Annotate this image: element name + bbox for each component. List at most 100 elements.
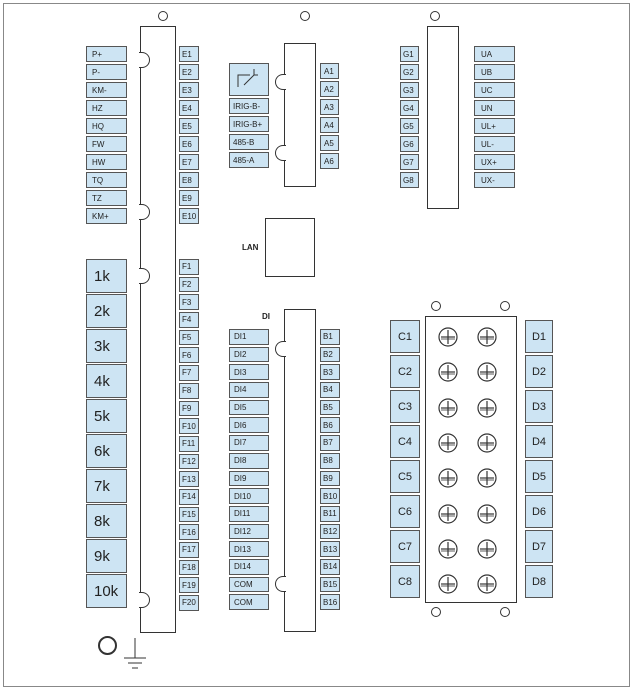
b-terminal: B13	[320, 541, 340, 557]
g-terminal: G8	[400, 172, 419, 188]
k-terminal: 7k	[86, 469, 127, 503]
lan-label: LAN	[242, 243, 259, 252]
f-terminal: F16	[179, 524, 199, 540]
d-terminal: D5	[525, 460, 553, 493]
u-terminal: UX+	[474, 154, 515, 170]
left-signal-terminal: HQ	[86, 118, 127, 134]
lan-port[interactable]	[265, 218, 315, 277]
f-terminal: F10	[179, 418, 199, 434]
rail-strip-middle-top	[284, 43, 316, 187]
a-terminal-column: A1 A2 A3 A4 A5 A6	[320, 63, 339, 171]
di-terminal: DI11	[229, 505, 269, 522]
di-terminal: DI14	[229, 558, 269, 575]
screw-icon	[477, 327, 497, 347]
mount-hole-top-left	[158, 11, 168, 21]
d-terminal: D3	[525, 390, 553, 423]
irig-terminal: 485-B	[229, 134, 269, 150]
di-terminal: DI13	[229, 541, 269, 557]
screw-icon	[438, 327, 458, 347]
a-terminal: A1	[320, 63, 339, 79]
e-terminal: E5	[179, 118, 199, 134]
f-terminal: F11	[179, 435, 199, 452]
f-terminal: F1	[179, 259, 199, 275]
g-terminal: G7	[400, 154, 419, 170]
b-terminal: B16	[320, 594, 340, 610]
c-terminal: C5	[390, 460, 420, 493]
screw-icon	[438, 362, 458, 382]
u-terminal: UL+	[474, 118, 515, 134]
rail-notch	[275, 145, 286, 161]
irig-terminal: 485-A	[229, 152, 269, 168]
k-terminal: 5k	[86, 399, 127, 433]
di-terminal: DI12	[229, 523, 269, 540]
mount-hole	[500, 301, 510, 311]
mount-hole-top-right	[430, 11, 440, 21]
screw-icon	[477, 539, 497, 559]
f-terminal: F12	[179, 453, 199, 470]
u-terminal: UL-	[474, 136, 515, 152]
screw-icon	[438, 503, 458, 524]
f-terminal: F20	[179, 595, 199, 611]
d-terminal: D6	[525, 495, 553, 528]
di-terminal: DI8	[229, 452, 269, 469]
e-terminal: E1	[179, 46, 199, 62]
screw-icon	[438, 574, 458, 594]
di-terminal: DI4	[229, 382, 269, 398]
di-terminal: DI2	[229, 346, 269, 363]
current-terminal-block	[425, 316, 517, 603]
relay-contact-terminal	[229, 63, 269, 96]
di-terminal: DI7	[229, 435, 269, 451]
d-terminal: D4	[525, 425, 553, 458]
mount-hole	[500, 607, 510, 617]
e-terminal: E10	[179, 208, 199, 224]
ground-terminal-circle	[98, 636, 117, 655]
rail-notch	[275, 341, 286, 357]
c-terminal-column: C1 C2 C3 C4 C5 C6 C7 C8	[390, 320, 420, 600]
f-terminal: F3	[179, 294, 199, 311]
left-signal-terminal: HW	[86, 154, 127, 170]
c-terminal: C4	[390, 425, 420, 458]
d-terminal: D7	[525, 530, 553, 563]
u-terminal: UB	[474, 64, 515, 80]
mount-hole-top-middle	[300, 11, 310, 21]
di-terminal-column: DI1 DI2 DI3 DI4 DI5 DI6 DI7 DI8 DI9 DI10…	[229, 329, 269, 612]
rail-notch	[275, 576, 286, 592]
b-terminal: B4	[320, 382, 340, 398]
mount-hole	[431, 607, 441, 617]
b-terminal: B9	[320, 470, 340, 487]
a-terminal: A3	[320, 99, 339, 115]
relay-contact-icon	[237, 68, 258, 87]
screw-icon	[477, 468, 497, 488]
k-terminal: 3k	[86, 329, 127, 363]
left-signal-terminal: KM-	[86, 82, 127, 98]
screw-icon	[477, 433, 497, 453]
b-terminal: B5	[320, 399, 340, 416]
f-terminal: F19	[179, 577, 199, 594]
f-terminal: F2	[179, 276, 199, 293]
di-terminal: DI6	[229, 417, 269, 434]
b-terminal-column: B1 B2 B3 B4 B5 B6 B7 B8 B9 B10 B11 B12 B…	[320, 329, 340, 612]
rail-notch	[275, 74, 286, 90]
u-terminal-column: UA UB UC UN UL+ UL- UX+ UX-	[474, 46, 515, 190]
irig-terminal: IRIG-B-	[229, 98, 269, 114]
d-terminal: D8	[525, 565, 553, 598]
e-terminal: E8	[179, 172, 199, 188]
e-terminal: E3	[179, 82, 199, 98]
e-terminal-column: E1 E2 E3 E4 E5 E6 E7 E8 E9 E10	[179, 46, 199, 226]
f-terminal: F7	[179, 365, 199, 381]
b-terminal: B8	[320, 452, 340, 469]
f-terminal: F17	[179, 542, 199, 558]
f-terminal-column: F1 F2 F3 F4 F5 F6 F7 F8 F9 F10 F11 F12 F…	[179, 259, 199, 613]
g-terminal: G6	[400, 136, 419, 152]
rail-strip-left	[140, 26, 176, 633]
g-terminal: G3	[400, 82, 419, 98]
di-terminal: DI9	[229, 470, 269, 487]
left-signal-terminal: KM+	[86, 208, 127, 224]
di-terminal: DI3	[229, 364, 269, 381]
screw-icon	[438, 539, 458, 559]
di-title: DI	[262, 312, 270, 321]
g-terminal: G4	[400, 100, 419, 116]
c-terminal: C8	[390, 565, 420, 598]
screw-icon	[477, 362, 497, 382]
mount-hole	[431, 301, 441, 311]
